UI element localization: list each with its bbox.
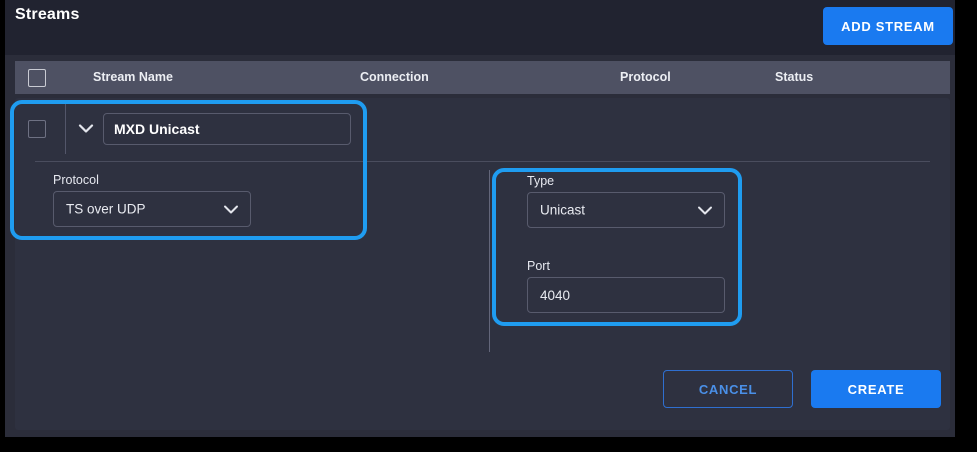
editor-separator [35,161,930,162]
column-header-connection[interactable]: Connection [360,70,429,84]
cancel-button[interactable]: CANCEL [663,370,793,408]
column-header-protocol[interactable]: Protocol [620,70,671,84]
row-select-checkbox[interactable] [28,120,46,138]
type-select[interactable]: Unicast [527,192,725,228]
add-stream-button[interactable]: ADD STREAM [823,7,953,45]
column-header-stream-name[interactable]: Stream Name [93,70,173,84]
port-input[interactable] [527,277,725,313]
protocol-label: Protocol [53,173,99,187]
expand-collapse-chevron-down-icon[interactable] [73,116,99,140]
stream-editor-row: Protocol TS over UDP Type Unicast Port C… [15,98,950,430]
streams-panel: Streams ADD STREAM Stream Name Connectio… [5,0,955,437]
column-header-status[interactable]: Status [775,70,814,84]
column-divider [489,170,490,352]
type-select-value: Unicast [540,202,586,218]
row-divider [65,102,66,154]
chevron-down-icon [696,204,714,216]
select-all-checkbox[interactable] [28,69,46,87]
panel-header: Streams ADD STREAM [5,0,955,55]
protocol-select[interactable]: TS over UDP [53,191,251,227]
table-header-row: Stream Name Connection Protocol Status [15,61,950,94]
page-title: Streams [15,6,80,23]
protocol-select-value: TS over UDP [66,201,146,217]
stream-name-input[interactable] [103,113,351,145]
type-label: Type [527,174,555,188]
port-label: Port [527,259,550,273]
create-button[interactable]: CREATE [811,370,941,408]
chevron-down-icon [222,203,240,215]
